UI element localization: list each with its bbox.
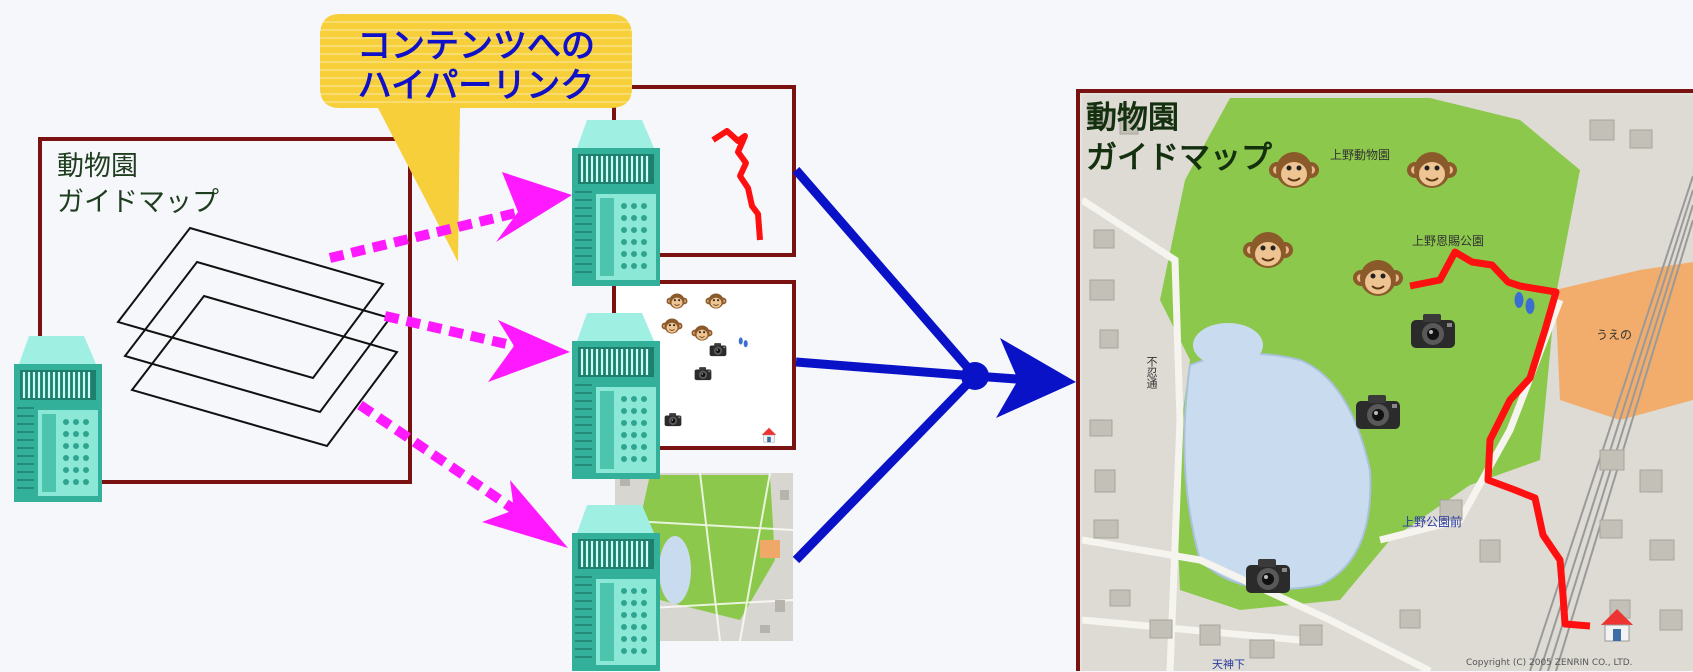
route-layer-route: [711, 128, 763, 241]
result-map-title-line1: 動物園: [1086, 100, 1179, 136]
merge-arrows: [792, 167, 1031, 564]
result-map: [1082, 95, 1693, 671]
result-map-title: 動物園 ガイドマップ: [1086, 98, 1272, 178]
server-icon: [570, 503, 662, 671]
server-icon: [570, 118, 662, 288]
hyperlink-arrows: [328, 207, 522, 515]
hyperlink-callout: [320, 14, 632, 262]
layer-stack: [116, 226, 399, 448]
source-map-title-line1: 動物園: [57, 151, 138, 182]
server-icon: [12, 334, 104, 504]
map-label-tenjinshita: 天神下: [1212, 658, 1245, 671]
map-label-ueno: うえの: [1596, 328, 1633, 342]
source-map-title-line2: ガイドマップ: [57, 187, 219, 218]
source-map-title: 動物園 ガイドマップ: [57, 149, 219, 221]
map-copyright: Copyright (C) 2005 ZENRIN CO., LTD.: [1466, 658, 1633, 668]
callout-text: コンテンツへの ハイパーリンク: [320, 22, 632, 106]
hyperlink-arrowheads: [482, 172, 572, 548]
merge-node: [961, 362, 989, 390]
server-icon: [570, 311, 662, 481]
map-label-street: 不忍通: [1145, 356, 1158, 389]
map-label-park-station: 上野公園前: [1402, 515, 1463, 529]
map-label-park: 上野恩賜公園: [1412, 234, 1485, 248]
result-map-title-line2: ガイドマップ: [1086, 140, 1272, 176]
callout-line2: ハイパーリンク: [357, 66, 595, 106]
merge-arrowhead: [996, 338, 1076, 418]
map-label-zoo: 上野動物園: [1330, 148, 1391, 162]
callout-line1: コンテンツへの: [357, 26, 595, 66]
